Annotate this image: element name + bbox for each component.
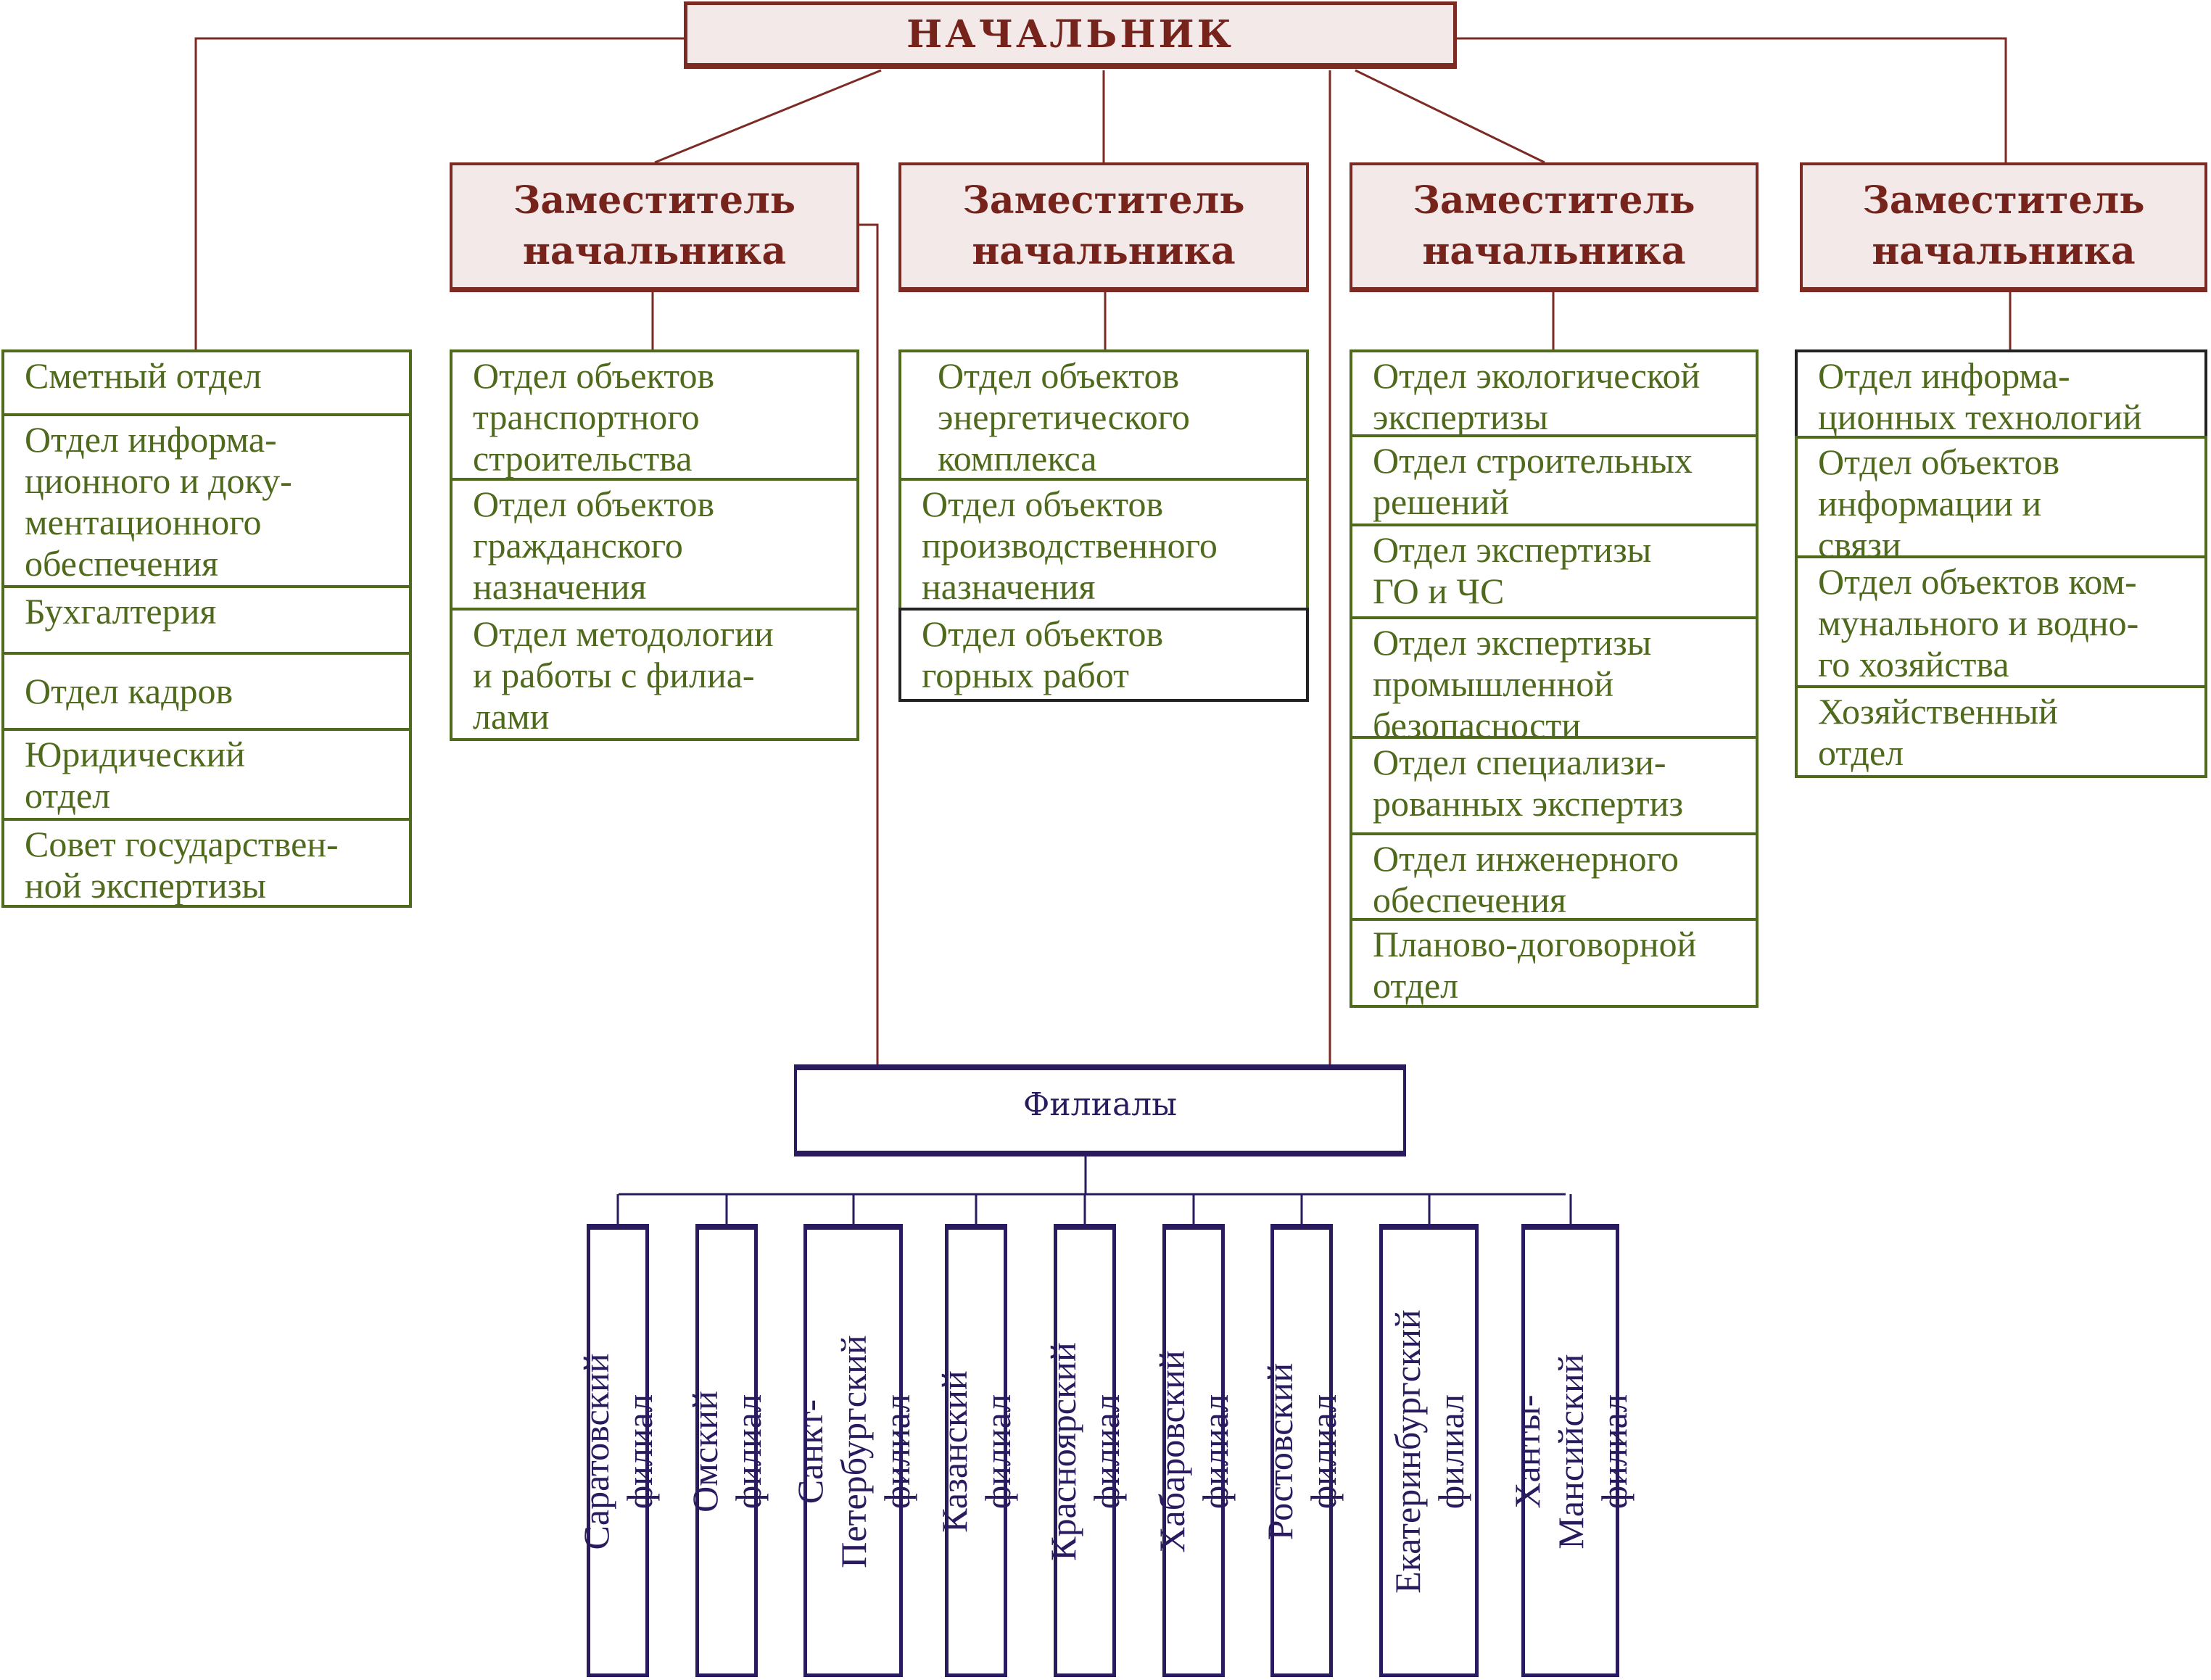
- department-label: Отдел объектов ком- мунального и водно- …: [1818, 561, 2139, 684]
- deputy1-departments-column: Отдел объектов транспортного строительст…: [450, 349, 859, 741]
- department-box: Юридический отдел: [1, 728, 412, 821]
- department-box: Хозяйственный отдел: [1795, 685, 2207, 778]
- branch-box: Ростовский филиал: [1260, 1224, 1344, 1677]
- deputy-box: Заместитель начальника: [898, 162, 1309, 292]
- department-label: Отдел экологической экспертизы: [1373, 355, 1700, 437]
- branch-box: Саратовский филиал: [576, 1224, 660, 1677]
- deputy3-departments-column: Отдел экологической экспертизы Отдел стр…: [1350, 349, 1759, 1008]
- department-box: Отдел объектов горных работ: [898, 608, 1309, 702]
- department-box: Отдел информа- ционных технологий: [1795, 349, 2207, 439]
- department-box: Отдел объектов информации и связи: [1795, 436, 2207, 558]
- department-label: Отдел специализи- рованных экспертиз: [1373, 742, 1684, 824]
- branches-box: Филиалы: [794, 1064, 1406, 1156]
- department-label: Отдел объектов гражданского назначения: [473, 484, 715, 607]
- deputy-box: Заместитель начальника: [1350, 162, 1759, 292]
- branch-label: Хабаровский филиал: [1152, 1350, 1236, 1553]
- branch-label: Омский филиал: [685, 1391, 769, 1513]
- branch-box: Санкт-Петербургский филиал: [790, 1224, 917, 1677]
- department-box: Отдел информа- ционного и доку- ментацио…: [1, 413, 412, 588]
- department-label: Отдел экспертизы промышленной безопаснос…: [1373, 622, 1652, 739]
- branch-label: Красноярский филиал: [1043, 1342, 1127, 1561]
- direct-departments-column: Сметный отдел Отдел информа- ционного и …: [1, 349, 412, 908]
- department-label: Отдел методологии и работы с филиа- лами: [473, 613, 774, 737]
- department-label: Отдел объектов информации и связи: [1818, 442, 2060, 558]
- department-label: Планово-договорной отдел: [1373, 924, 1697, 1006]
- department-box: Бухгалтерия: [1, 585, 412, 655]
- department-label: Отдел объектов горных работ: [922, 613, 1164, 695]
- branch-box: Омский филиал: [685, 1224, 769, 1677]
- department-label: Отдел строительных решений: [1373, 440, 1693, 522]
- department-box: Отдел объектов производственного назначе…: [898, 478, 1309, 611]
- department-box: Сметный отдел: [1, 349, 412, 416]
- deputy-title: Заместитель начальника: [962, 178, 1245, 273]
- chief-box: НАЧАЛЬНИК: [684, 1, 1457, 69]
- department-box: Отдел экспертизы ГО и ЧС: [1350, 524, 1759, 619]
- branch-label: Ростовский филиал: [1260, 1362, 1344, 1541]
- department-box: Отдел экспертизы промышленной безопаснос…: [1350, 616, 1759, 739]
- department-label: Отдел объектов транспортного строительст…: [473, 355, 715, 479]
- connector-deputy1-branches: [859, 223, 879, 1064]
- department-label: Отдел инженерного обеспечения: [1373, 838, 1679, 920]
- department-label: Хозяйственный отдел: [1818, 691, 2058, 773]
- branch-box: Ханты-Мансийский филиал: [1507, 1224, 1635, 1677]
- branch-label: Санкт-Петербургский филиал: [789, 1335, 917, 1568]
- department-box: Отдел методологии и работы с филиа- лами: [450, 608, 859, 741]
- department-box: Отдел объектов энергетического комплекса: [898, 349, 1309, 481]
- department-label: Отдел объектов производственного назначе…: [922, 484, 1218, 607]
- branch-box: Казанский филиал: [934, 1224, 1018, 1677]
- department-box: Отдел объектов транспортного строительст…: [450, 349, 859, 481]
- connector-chief-deputy1: [654, 69, 882, 164]
- department-label: Юридический отдел: [25, 734, 245, 816]
- branch-box: Красноярский филиал: [1043, 1224, 1127, 1677]
- department-box: Планово-договорной отдел: [1350, 918, 1759, 1008]
- deputy-title: Заместитель начальника: [513, 178, 796, 273]
- department-box: Отдел экологической экспертизы: [1350, 349, 1759, 437]
- department-label: Отдел экспертизы ГО и ЧС: [1373, 529, 1652, 611]
- deputy4-departments-column: Отдел информа- ционных технологий Отдел …: [1795, 349, 2207, 778]
- deputy-box: Заместитель начальника: [450, 162, 859, 292]
- department-label: Бухгалтерия: [25, 591, 217, 632]
- branch-label: Саратовский филиал: [576, 1353, 660, 1550]
- department-label: Сметный отдел: [25, 355, 262, 396]
- department-box: Отдел инженерного обеспечения: [1350, 832, 1759, 921]
- deputy-box: Заместитель начальника: [1800, 162, 2207, 292]
- deputy-title: Заместитель начальника: [1862, 178, 2145, 273]
- department-box: Отдел строительных решений: [1350, 434, 1759, 526]
- department-label: Отдел информа- ционного и доку- ментацио…: [25, 419, 292, 584]
- connector-chief-direct: [194, 37, 684, 349]
- branch-box: Хабаровский филиал: [1152, 1224, 1236, 1677]
- branch-label: Екатеринбургский филиал: [1386, 1309, 1471, 1594]
- department-box: Отдел объектов ком- мунального и водно- …: [1795, 555, 2207, 688]
- department-box: Отдел кадров: [1, 652, 412, 731]
- department-label: Отдел информа- ционных технологий: [1818, 355, 2142, 437]
- branch-box: Екатеринбургский филиал: [1379, 1224, 1479, 1677]
- branches-title: Филиалы: [1022, 1086, 1178, 1123]
- department-box: Отдел специализи- рованных экспертиз: [1350, 736, 1759, 835]
- department-label: Совет государствен- ной экспертизы: [25, 824, 339, 906]
- department-box: Совет государствен- ной экспертизы: [1, 818, 412, 908]
- deputy-title: Заместитель начальника: [1413, 178, 1695, 273]
- branch-label: Ханты-Мансийский филиал: [1506, 1354, 1635, 1549]
- deputy2-departments-column: Отдел объектов энергетического комплекса…: [898, 349, 1309, 702]
- branch-label: Казанский филиал: [934, 1370, 1018, 1533]
- connector-chief-deputy4: [1457, 37, 2007, 162]
- department-label: Отдел кадров: [25, 671, 234, 711]
- connector-chief-deputy3: [1355, 69, 1545, 164]
- department-label: Отдел объектов энергетического комплекса: [938, 355, 1190, 479]
- department-box: Отдел объектов гражданского назначения: [450, 478, 859, 611]
- chief-title: НАЧАЛЬНИК: [906, 12, 1234, 57]
